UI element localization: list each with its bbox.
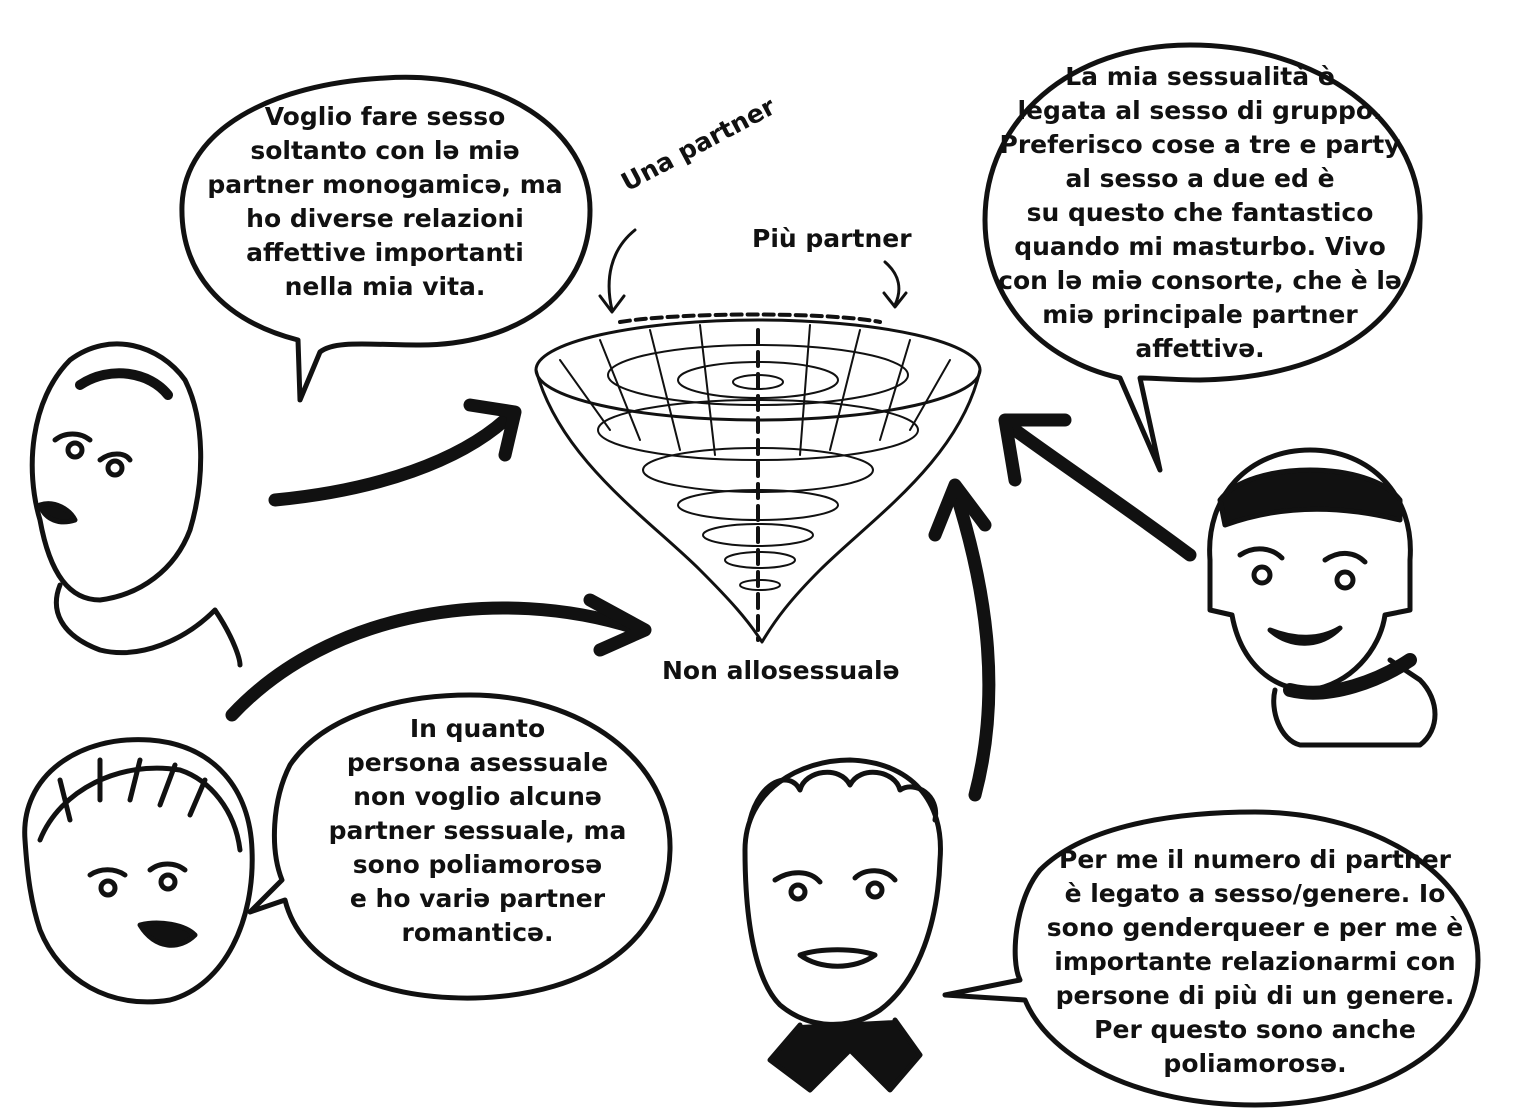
- speech-bubble-top-right: [982, 42, 1423, 473]
- bob-haircut-person: [1207, 447, 1438, 748]
- label-piu-partner: Più partner: [752, 224, 912, 253]
- label-non-allosessuale: Non allosessualə: [662, 656, 900, 685]
- arrow-una-partner: [598, 228, 637, 314]
- curly-hair-person: [742, 757, 943, 1093]
- speech-bubble-top-left: [179, 74, 593, 403]
- speech-bubble-bottom-right: [942, 809, 1481, 1108]
- short-hair-person: [22, 737, 255, 1005]
- arrow-piu-partner: [882, 260, 908, 309]
- flow-arrows: [225, 398, 1197, 802]
- speech-bubble-bottom-left: [247, 692, 673, 1001]
- cone-illustration: [534, 312, 982, 644]
- headscarf-person: [29, 341, 243, 668]
